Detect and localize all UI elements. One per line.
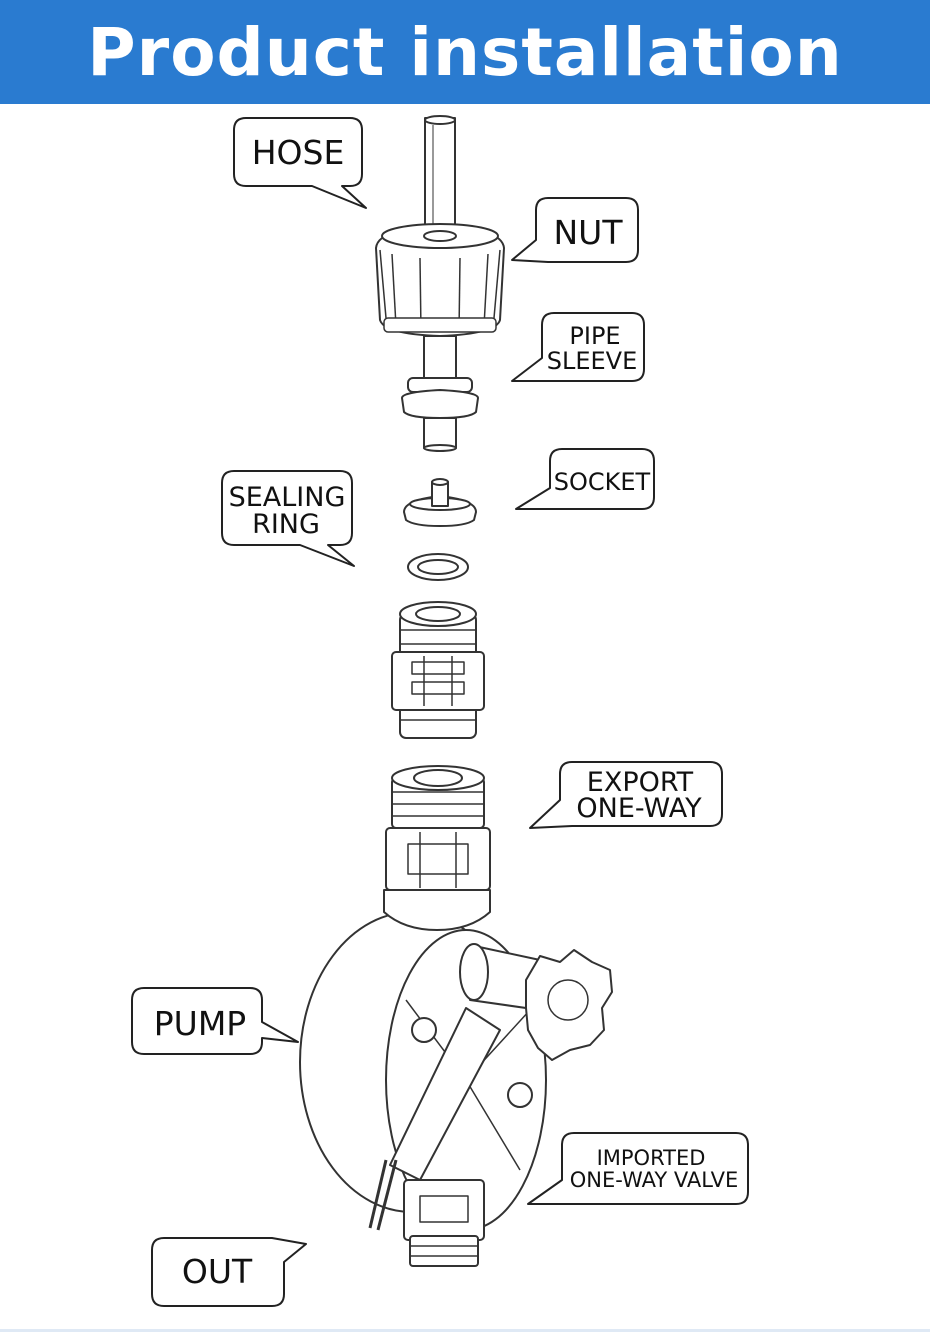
title-banner: Product installation [0,0,930,104]
sealing-ring-callout [221,470,355,567]
pipe-sleeve-label-line2: SLEEVE [547,347,638,375]
outlet-valve-part [403,1179,485,1267]
socket-label: SOCKET [554,468,651,496]
pipe-sleeve-label-line1: PIPE [569,322,620,350]
sealing-ring-part [407,553,469,581]
page-title: Product installation [87,13,843,91]
hose-callout [233,117,367,209]
imported-valve-label-line1: IMPORTED [597,1146,706,1170]
imported-valve-callout [527,1132,749,1205]
sealing-ring-label-line2: RING [252,509,320,540]
out-callout [151,1237,307,1307]
imported-valve-label-line2: ONE-WAY VALVE [570,1168,739,1192]
pump-callout [131,987,299,1055]
nut-label: NUT [554,213,624,252]
export-one-way-label-line2: ONE-WAY [576,793,702,824]
nut-callout [511,197,639,263]
pipe-sleeve-part [401,335,479,452]
nut-part [375,223,505,337]
socket-callout [515,448,655,510]
export-one-way-callout [529,761,723,829]
installation-diagram: HOSE NUT PIPE SLEEVE SOCKET SEALING RING… [131,115,749,1307]
pump-label: PUMP [154,1004,246,1043]
hose-label: HOSE [252,133,345,172]
bottom-border [0,1329,930,1332]
hose-part [424,115,456,241]
upper-valve-part [391,601,485,739]
sealing-ring-label-line1: SEALING [229,482,346,513]
socket-part [403,478,477,527]
pipe-sleeve-callout [511,312,645,382]
export-one-way-part [385,765,491,891]
out-label: OUT [182,1252,253,1291]
export-one-way-label-line1: EXPORT [587,767,694,798]
